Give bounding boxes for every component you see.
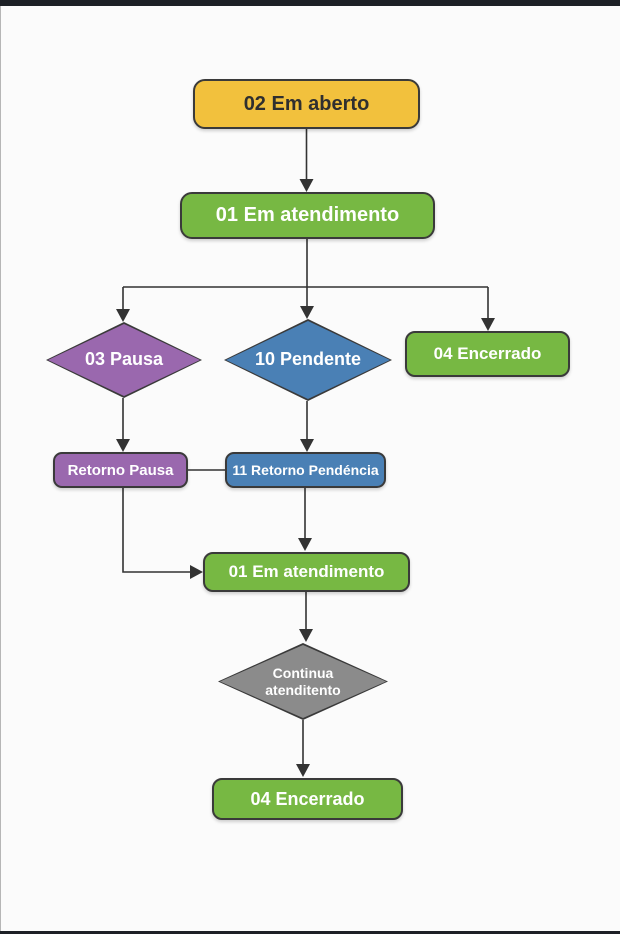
node-retorno-pendencia: 11 Retorno Pendéncia [225,452,386,488]
node-pendente: 10 Pendente [224,319,392,401]
node-encerrado-2-label: 04 Encerrado [250,788,365,809]
left-edge-line [0,0,1,934]
node-retorno-pausa: Retorno Pausa [53,452,188,488]
node-em-atendimento-1-label: 01 Em atendimento [215,204,400,226]
node-pendente-label: 10 Pendente [254,349,362,370]
node-em-atendimento-2: 01 Em atendimento [203,552,410,592]
node-em-atendimento-2-label: 01 Em atendimento [228,562,385,581]
top-frame-bar [0,0,620,6]
node-retorno-pendencia-label: 11 Retorno Pendéncia [232,462,379,478]
node-continua-label-line1: Continua [272,664,334,681]
bottom-frame-bar [0,931,620,934]
node-encerrado-1: 04 Encerrado [405,331,570,377]
node-encerrado-1-label: 04 Encerrado [433,344,542,363]
node-em-atendimento-1: 01 Em atendimento [180,192,435,239]
node-continua-label-line2: atenditento [265,681,341,698]
node-pausa-label: 03 Pausa [84,349,164,370]
node-retorno-pausa-label: Retorno Pausa [67,461,174,479]
node-em-aberto: 02 Em aberto [193,79,420,129]
node-pausa: 03 Pausa [46,322,202,398]
node-encerrado-2: 04 Encerrado [212,778,403,820]
node-em-aberto-label: 02 Em aberto [243,92,370,115]
node-continua-atenditento: Continua atenditento [218,643,388,720]
